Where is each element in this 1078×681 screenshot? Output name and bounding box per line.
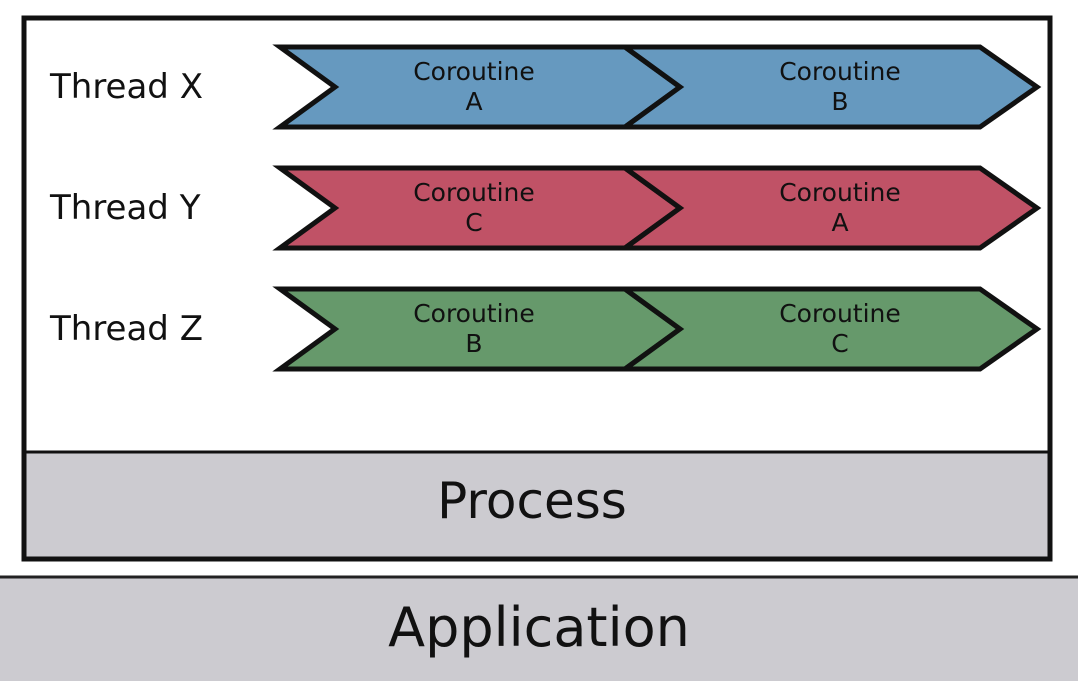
coroutine-letter: A: [831, 208, 848, 237]
process-band: [26, 452, 1048, 557]
thread-label: Thread X: [49, 67, 203, 107]
coroutine-letter: A: [465, 87, 482, 116]
coroutine-letter: C: [831, 329, 848, 358]
application-band: [0, 577, 1078, 681]
coroutine-label: Coroutine: [413, 299, 535, 328]
coroutine-chevron: [617, 44, 1042, 130]
coroutine-label: Coroutine: [413, 57, 535, 86]
coroutine-letter: B: [831, 87, 848, 116]
coroutine-letter: C: [465, 208, 482, 237]
thread-label: Thread Y: [49, 188, 201, 228]
application-label: Application: [388, 596, 690, 659]
coroutine-letter: B: [465, 329, 482, 358]
coroutine-chevron: [617, 165, 1042, 251]
process-label: Process: [437, 472, 627, 530]
thread-label: Thread Z: [49, 309, 203, 349]
coroutine-label: Coroutine: [779, 178, 901, 207]
coroutine-label: Coroutine: [413, 178, 535, 207]
coroutine-label: Coroutine: [779, 299, 901, 328]
coroutine-chevron: [617, 286, 1042, 372]
coroutine-label: Coroutine: [779, 57, 901, 86]
